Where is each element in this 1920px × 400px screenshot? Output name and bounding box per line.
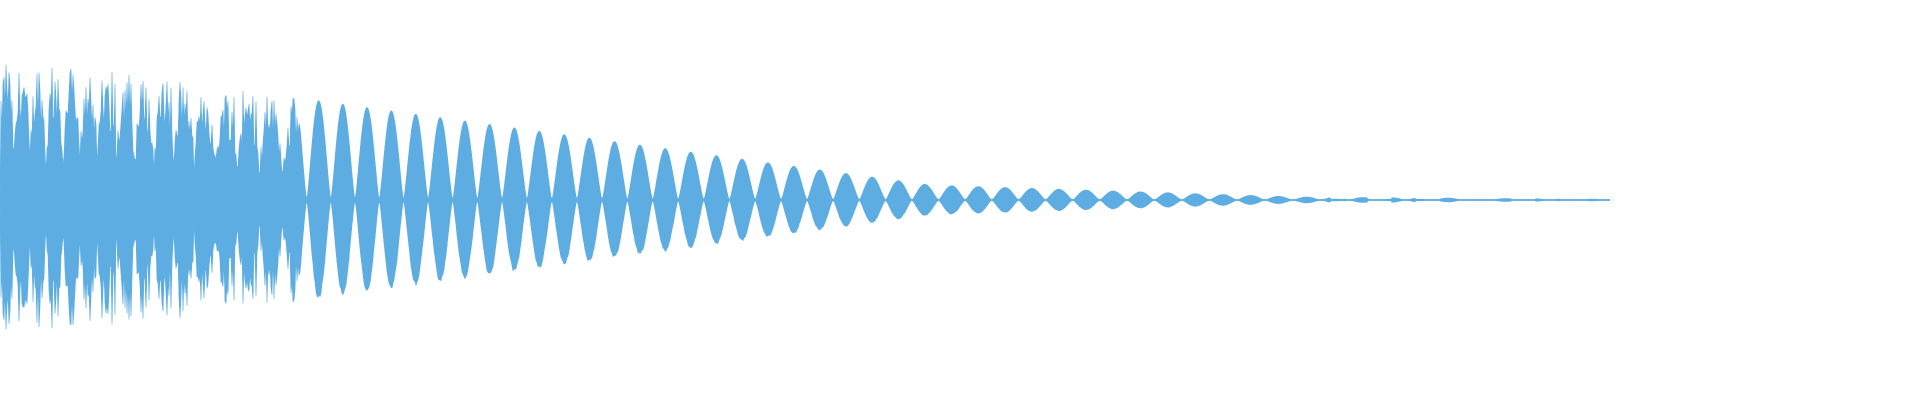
waveform-shape	[0, 64, 1611, 330]
